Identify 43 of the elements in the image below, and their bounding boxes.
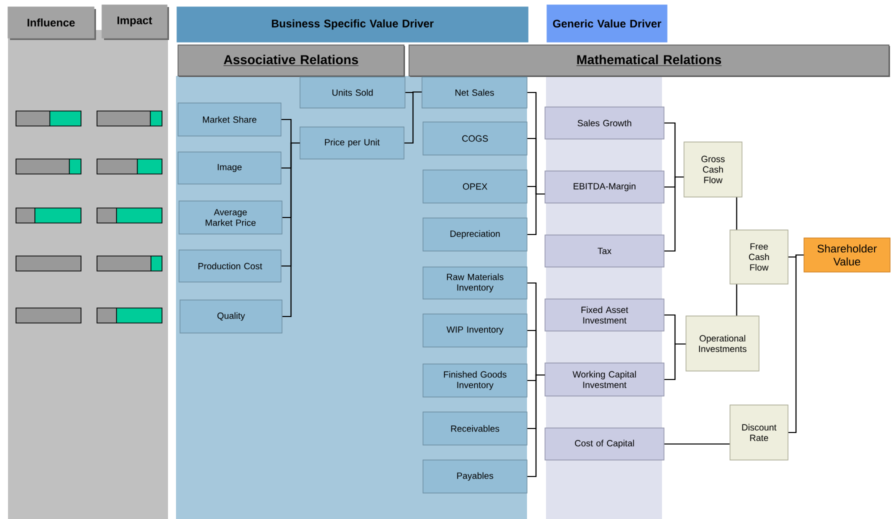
value-driver-box: Cost of Capital [544,428,664,460]
connector [404,91,422,144]
connector [282,142,300,318]
value-driver-box: Depreciation [422,218,528,252]
result-box: Shareholder Value [804,238,890,272]
value-driver-box: Net Sales [422,76,528,108]
value-driver-box: Raw Materials Inventory [422,266,528,300]
value-driver-box: COGS [422,122,528,156]
value-driver-box: Free Cash Flow [730,230,788,284]
header-tab: Influence [8,6,96,40]
value-driver-box: Tax [544,234,664,268]
value-driver-box: WIP Inventory [422,314,528,348]
value-driver-box: Production Cost [178,250,282,282]
connector [527,193,545,236]
header-bar: Business Specific Value Driver [176,6,528,42]
connector [664,176,684,252]
connector [664,343,686,380]
value-driver-box: Payables [422,460,528,494]
value-driver-box: Gross Cash Flow [684,142,742,198]
value-driver-box: Sales Growth [544,106,664,140]
connector [527,374,545,478]
value-driver-box: Market Share [178,102,282,136]
value-driver-box: Finished Goods Inventory [422,364,528,398]
value-driver-box: Receivables [422,412,528,446]
connector [788,254,804,434]
header-bar: Generic Value Driver [546,4,668,42]
connector [736,284,738,316]
value-driver-box: Quality [180,300,282,334]
connector [664,443,730,445]
value-driver-box: Discount Rate [730,404,788,460]
value-driver-box: Working Capital Investment [544,362,664,396]
value-driver-box: Fixed Asset Investment [544,298,664,332]
value-driver-box: Average Market Price [178,200,282,234]
section-header: Associative Relations [178,44,405,77]
section-header: Mathematical Relations [408,44,890,77]
value-driver-box: EBITDA-Margin [544,170,664,204]
value-driver-box: Price per Unit [300,126,404,160]
connector [736,197,738,230]
header-tab: Impact [102,4,169,40]
value-driver-box: OPEX [422,170,528,204]
value-driver-box: Units Sold [300,76,406,108]
value-driver-box: Operational Investments [686,316,760,372]
value-driver-box: Image [178,152,282,184]
